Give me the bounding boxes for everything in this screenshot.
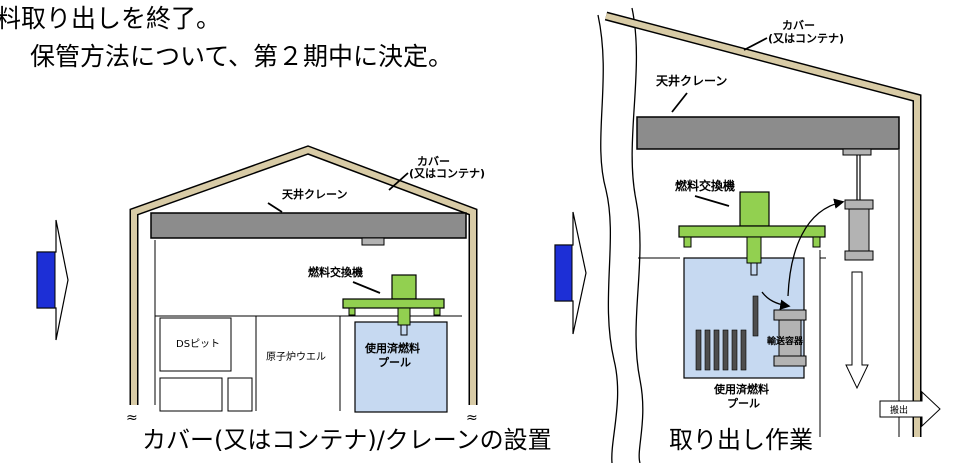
right-pool-label-1: 使用済燃料 — [713, 382, 769, 396]
center-flow-arrow — [554, 211, 587, 335]
right-broken-wall-inner — [631, 7, 644, 463]
right-overhead-crane — [636, 116, 900, 150]
left-break-mark-2: ≈ — [466, 410, 478, 426]
left-lower-box-2 — [227, 377, 253, 412]
right-fuel-machine-label: 燃料交換機 — [675, 178, 735, 193]
left-fuel-machine-mast — [397, 307, 411, 326]
intro-line-2: 保管方法について、第２期中に決定。 — [30, 42, 454, 71]
right-pool-cask — [773, 309, 807, 321]
left-building — [129, 145, 478, 405]
right-cover — [604, 11, 922, 437]
left-crane-label: 天井クレーン — [282, 187, 347, 201]
right-pool-label-2: プール — [727, 396, 760, 410]
left-caption: カバー(又はコンテナ)/クレーンの設置 — [142, 426, 552, 454]
left-reactor-well-label: 原子炉ウエル — [266, 351, 326, 363]
left-pool-label-1: 使用済燃料 — [364, 341, 420, 355]
left-cover-label-1: カバー — [417, 155, 450, 168]
right-cover-label-2: (又はコンテナ) — [768, 32, 844, 45]
left-pool-label-2: プール — [378, 355, 411, 369]
right-crane-trolley — [842, 148, 872, 156]
left-lower-box-1 — [159, 377, 223, 412]
right-transfer-arrow-up — [787, 198, 845, 297]
left-flow-arrow — [36, 219, 69, 341]
right-hanging-cask-top — [844, 199, 874, 210]
right-hanging-cask — [848, 208, 870, 252]
right-fuel-assemblies — [695, 295, 759, 371]
left-cover-label-2: (又はコンテナ) — [409, 167, 485, 180]
right-fuel-machine-mast — [746, 236, 762, 264]
right-fuel-machine-head — [739, 191, 770, 227]
right-cover-label-1: カバー — [782, 19, 815, 32]
left-ds-pit-label: DSピット — [176, 338, 220, 350]
right-carry-out-arrow: 搬出 — [879, 390, 941, 428]
left-overhead-crane — [150, 212, 467, 239]
left-crane-trolley — [361, 237, 385, 246]
right-lowering-arrow — [845, 271, 869, 390]
right-cask-label: 輸送容器 — [767, 335, 804, 347]
intro-line-1: 料取り出しを終了。 — [0, 4, 222, 33]
left-ds-pit — [159, 317, 232, 372]
left-fuel-machine-label: 燃料交換機 — [307, 265, 363, 279]
left-fuel-machine-bridge — [342, 298, 445, 309]
right-crane-label: 天井クレーン — [656, 73, 727, 88]
right-transfer-arrow-down — [761, 291, 791, 310]
left-break-mark-1: ≈ — [126, 410, 138, 426]
left-fuel-machine-head — [391, 274, 417, 300]
right-caption: 取り出し作業 — [669, 426, 813, 454]
right-carry-out-label: 搬出 — [890, 404, 908, 416]
right-broken-wall-outer — [597, 14, 619, 463]
